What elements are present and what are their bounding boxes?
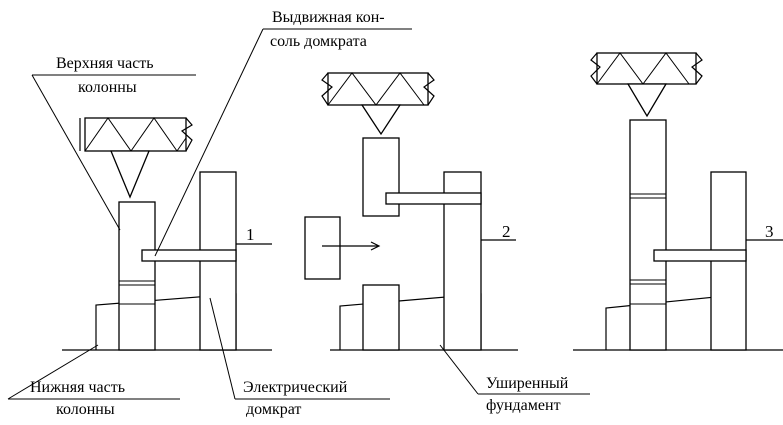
truss-break-mark-2b (423, 72, 435, 106)
truss-1 (84, 117, 187, 152)
label-upper-column-line1: Верхняя часть (56, 55, 154, 72)
label-electric-jack-line2: домкрат (246, 401, 301, 418)
label-foundation-line2: фундамент (486, 397, 561, 414)
support-triangle-1 (110, 150, 150, 199)
leader-jack-console (154, 28, 264, 257)
support-triangle-2 (360, 104, 402, 136)
label-jack-console-line1: Выдвижная кон- (272, 9, 385, 26)
truss-break-mark-1 (180, 117, 193, 152)
upper-column-1 (118, 201, 156, 351)
jack-console-1 (141, 249, 237, 262)
label-jack-console-line2: соль домкрата (270, 33, 367, 50)
lower-column-2 (362, 284, 400, 351)
truss-2 (327, 72, 429, 106)
label-upper-column-line2: колонны (78, 79, 137, 96)
leader-electric-jack (209, 297, 236, 400)
insert-arrowhead-2 (370, 241, 381, 251)
truss-break-mark-2a (321, 72, 333, 106)
extended-column-3 (629, 119, 667, 351)
leader-foundation (439, 344, 479, 395)
stage-number-3: 3 (765, 222, 774, 241)
insert-column-piece-2 (304, 216, 341, 280)
truss-break-mark-3b (691, 52, 703, 85)
leader-upper-column (31, 74, 121, 231)
label-lower-column-line1: Нижняя часть (30, 379, 125, 396)
stage-3-group: 3 (573, 52, 783, 351)
support-triangle-3 (626, 83, 668, 118)
label-foundation-line1: Уширенный (486, 375, 569, 392)
stage-2-group: 2 (304, 72, 518, 351)
leader-lower-column (7, 344, 99, 400)
stage-number-2: 2 (502, 222, 511, 241)
jack-console-3 (653, 249, 747, 262)
stage-1-group: 1 (62, 117, 272, 351)
label-lower-column-line2: колонны (56, 401, 115, 418)
label-electric-jack-line1: Электрический (243, 379, 348, 396)
truss-web-end-1 (176, 137, 187, 152)
stage-number-1: 1 (246, 225, 255, 244)
truss-break-mark-3a (590, 52, 601, 85)
jack-console-2 (385, 192, 482, 205)
